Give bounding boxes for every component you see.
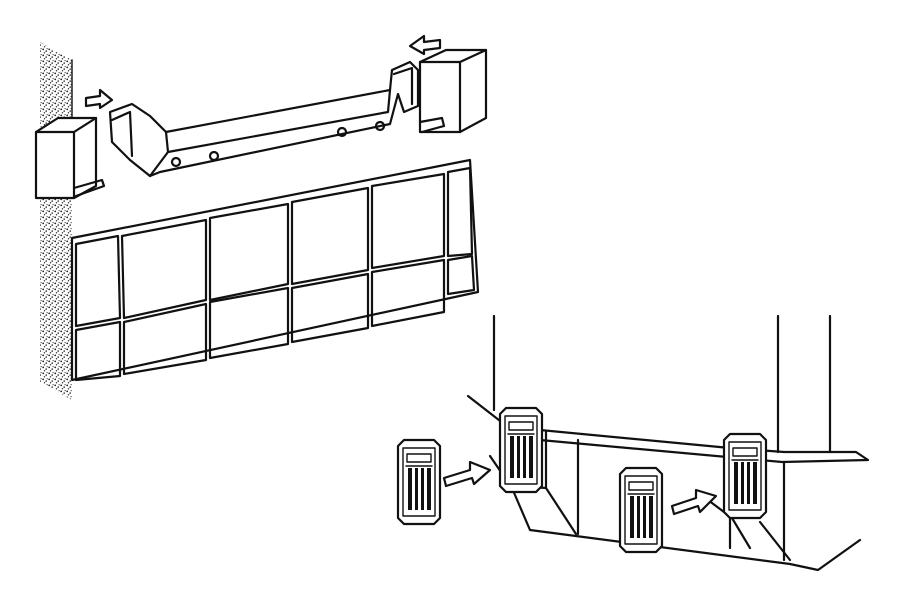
- panel-leg-clips: [396, 314, 870, 572]
- clip-icon: [498, 406, 544, 494]
- clip-icon: [722, 432, 768, 520]
- tile-grid: [74, 166, 476, 382]
- screw-hole: [170, 156, 182, 168]
- right-bracket-box: [418, 48, 488, 134]
- arrow-icon: [84, 88, 114, 110]
- tile-panel: [70, 158, 480, 382]
- screw-hole: [374, 120, 386, 132]
- clip-icon: [618, 466, 664, 554]
- left-bracket-box: [34, 116, 106, 200]
- arrow-icon: [442, 460, 492, 488]
- clip-icon: [396, 438, 442, 526]
- panel-rail-bracket: [34, 34, 488, 400]
- screw-hole: [336, 126, 348, 138]
- arrow-icon: [408, 34, 442, 56]
- stippled-wall: [40, 42, 72, 400]
- arrow-icon: [670, 488, 718, 516]
- screw-hole: [208, 150, 220, 162]
- rail-bracket: [108, 60, 420, 178]
- cabinet-corner-post: [776, 314, 832, 454]
